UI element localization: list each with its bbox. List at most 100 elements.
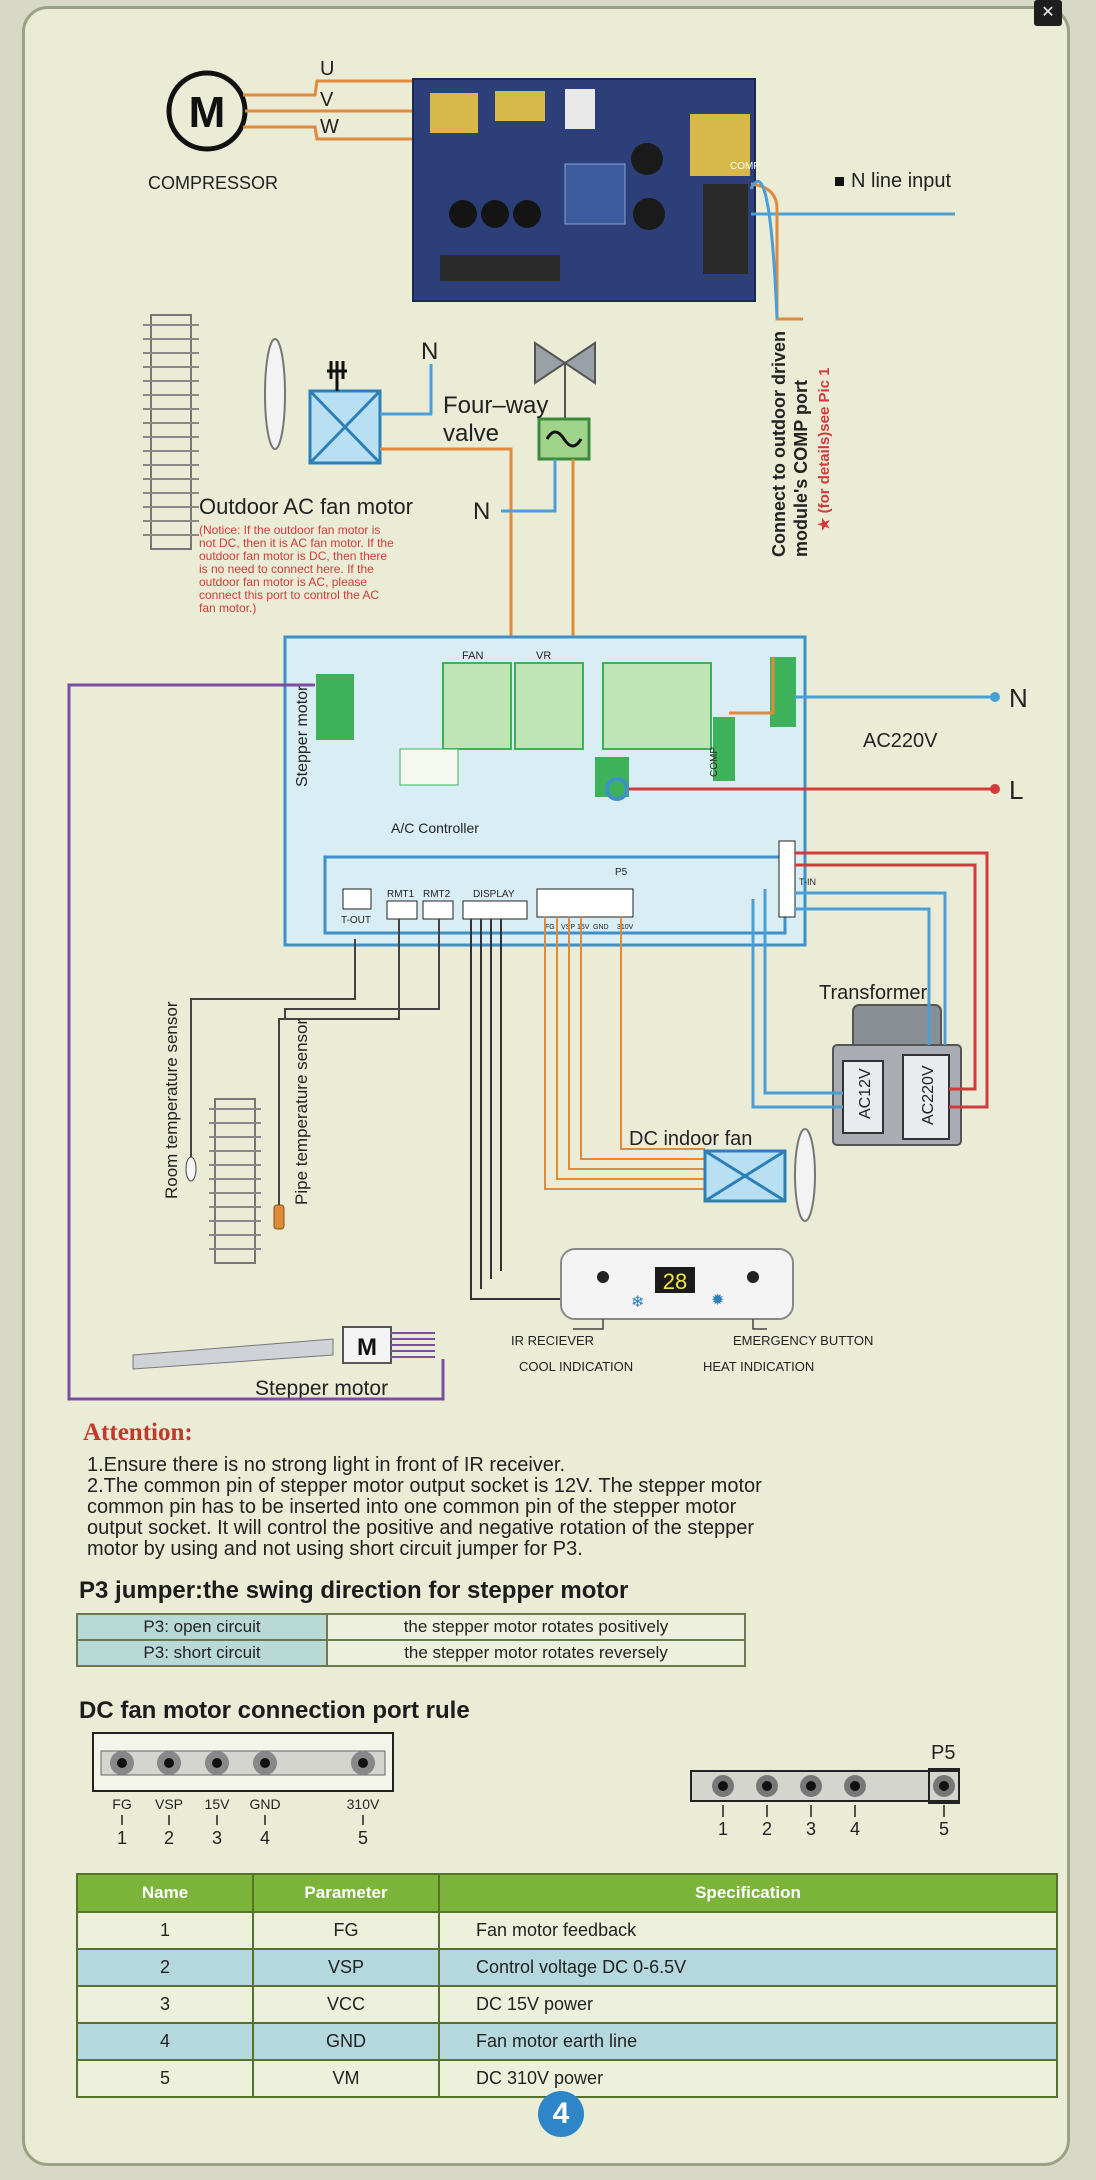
transformer: AC12V AC220V: [832, 1004, 962, 1146]
phase-v: V: [320, 89, 334, 111]
t-in-label: T-IN: [799, 877, 816, 887]
spec-param-cell: VCC: [252, 1985, 440, 2024]
heat-sun-icon: ✹: [711, 1292, 724, 1309]
rmt1-label: RMT1: [387, 889, 415, 900]
outdoor-fan-notice: (Notice: If the outdoor fan motor is not…: [199, 523, 394, 615]
board-pin-fg: FG: [545, 924, 555, 931]
fan-port-label: FAN: [462, 650, 483, 662]
dc-pin-number-3: 3: [212, 1828, 222, 1848]
board-pin-15v: 15V: [577, 924, 590, 931]
close-button[interactable]: ✕: [1034, 0, 1062, 26]
dc-connector-diagram: FG VSP 15V GND 310V 1 2 3 4 5 P5 1 2 3 4…: [92, 1732, 960, 1848]
spec-name-cell: 5: [76, 2059, 254, 2098]
dc-pin-number-5: 5: [358, 1828, 368, 1848]
dc-pin-name-gnd: GND: [249, 1796, 280, 1812]
compressor-label: COMPRESSOR: [148, 173, 278, 193]
cool-indication-label: COOL INDICATION: [519, 1359, 633, 1374]
attention-title: Attention:: [83, 1419, 193, 1446]
attention-line-4: output socket. It will control the posit…: [87, 1517, 755, 1539]
transformer-label: Transformer: [819, 982, 928, 1004]
stepper-motor-label: Stepper motor: [294, 685, 311, 787]
dc-fan-rule-title: DC fan motor connection port rule: [79, 1697, 470, 1724]
p3-jumper-table: P3: open circuit the stepper motor rotat…: [76, 1613, 746, 1667]
p5-pin-number-1: 1: [718, 1819, 728, 1839]
pipe-sensor-label: Pipe temperature sensor: [292, 1019, 311, 1205]
comp-port-label-2: COMP: [709, 747, 720, 777]
vr-port-label: VR: [536, 650, 551, 662]
attention-line-3: common pin has to be inserted into one c…: [87, 1496, 737, 1518]
stepper-motor-bottom-label: Stepper motor: [255, 1377, 388, 1400]
table-row: P3: short circuit the stepper motor rota…: [76, 1639, 746, 1667]
power-n-label: N: [1009, 683, 1028, 713]
svg-text:outdoor fan motor is DC, then: outdoor fan motor is DC, then there: [199, 549, 387, 563]
n-line-bullet-icon: [835, 177, 844, 186]
fan-n-label: N: [421, 338, 438, 365]
spec-desc-cell: Fan motor earth line: [438, 2022, 1058, 2061]
display-panel: 28 ❄ ✹: [560, 1248, 794, 1320]
spec-param-cell: FG: [252, 1911, 440, 1950]
n-line-input-label: N line input: [851, 170, 952, 192]
p5-pin-number-5: 5: [939, 1819, 949, 1839]
spec-name-cell: 4: [76, 2022, 254, 2061]
transformer-ac220v: AC220V: [920, 1065, 937, 1125]
details-note: ★ (for details)see Pic 1: [816, 367, 833, 531]
compressor-symbol: M: [189, 88, 226, 137]
attention-line-2: 2.The common pin of stepper motor output…: [87, 1475, 762, 1497]
board-pin-310v: 310V: [617, 924, 634, 931]
controller-label: A/C Controller: [391, 820, 479, 836]
table-row: 3 VCC DC 15V power: [76, 1985, 1058, 2024]
outdoor-coil: [143, 314, 199, 550]
dc-connector-left: [92, 1732, 394, 1792]
four-way-valve-label-2: valve: [443, 420, 499, 447]
dc-connector-p5: [690, 1768, 960, 1804]
p5-pin-number-4: 4: [850, 1819, 860, 1839]
dc-pin-name-fg: FG: [112, 1796, 131, 1812]
p5-label: P5: [931, 1742, 955, 1764]
header-parameter: Parameter: [252, 1873, 440, 1913]
pipe-temperature-sensor: [273, 1204, 285, 1230]
svg-text:is no need to connect here. If: is no need to connect here. If the: [199, 562, 374, 576]
spec-desc-cell: DC 310V power: [438, 2059, 1058, 2098]
rmt2-label: RMT2: [423, 889, 451, 900]
outdoor-fan-label: Outdoor AC fan motor: [199, 494, 413, 519]
svg-text:connect this port to control t: connect this port to control the AC: [199, 588, 379, 602]
power-voltage-label: AC220V: [863, 730, 938, 752]
attention-line-5: motor by using and not using short circu…: [87, 1538, 583, 1560]
spec-name-cell: 1: [76, 1911, 254, 1950]
table-row: 5 VM DC 310V power: [76, 2059, 1058, 2098]
p3-jumper-title: P3 jumper:the swing direction for steppe…: [79, 1577, 629, 1604]
spec-desc-cell: Control voltage DC 0-6.5V: [438, 1948, 1058, 1987]
spec-desc-cell: Fan motor feedback: [438, 1911, 1058, 1950]
dc-indoor-fan: [703, 1128, 816, 1222]
p3-effect-cell: the stepper motor rotates positively: [326, 1613, 746, 1641]
p3-effect-cell: the stepper motor rotates reversely: [326, 1639, 746, 1667]
table-row: 1 FG Fan motor feedback: [76, 1911, 1058, 1950]
p5-pin-number-3: 3: [806, 1819, 816, 1839]
cool-snowflake-icon: ❄: [631, 1294, 644, 1311]
table-row: 4 GND Fan motor earth line: [76, 2022, 1058, 2061]
power-l-label: L: [1009, 775, 1023, 805]
spec-param-cell: VM: [252, 2059, 440, 2098]
spec-desc-cell: DC 15V power: [438, 1985, 1058, 2024]
t-out-label: T-OUT: [341, 915, 371, 926]
room-sensor-label: Room temperature sensor: [162, 1001, 181, 1199]
transformer-ac12v: AC12V: [857, 1068, 874, 1119]
dc-pin-number-1: 1: [117, 1828, 127, 1848]
dc-fan-spec-table: Name Parameter Specification 1 FG Fan mo…: [76, 1873, 1058, 2098]
p3-state-cell: P3: short circuit: [76, 1639, 328, 1667]
connector-t-in: [778, 840, 796, 918]
dc-pin-name-310v: 310V: [347, 1796, 380, 1812]
header-specification: Specification: [438, 1873, 1058, 1913]
table-header-row: Name Parameter Specification: [76, 1873, 1058, 1913]
connect-note-2: module's COMP port: [791, 380, 811, 557]
table-row: P3: open circuit the stepper motor rotat…: [76, 1613, 746, 1641]
stepper-motor-symbol: M: [357, 1334, 377, 1361]
svg-text:fan motor.): fan motor.): [199, 601, 256, 615]
svg-text:not DC, then it is AC fan moto: not DC, then it is AC fan motor. If the: [199, 536, 394, 550]
room-temperature-sensor: [185, 1156, 197, 1182]
ir-receiver-label: IR RECIEVER: [511, 1333, 594, 1348]
wiring-diagram: M COMPRESSOR U V W COMP N line input: [67, 58, 1028, 1401]
indoor-coil: [209, 1098, 261, 1264]
stepper-motor: M: [132, 1326, 435, 1370]
display-digits: 28: [663, 1269, 687, 1294]
